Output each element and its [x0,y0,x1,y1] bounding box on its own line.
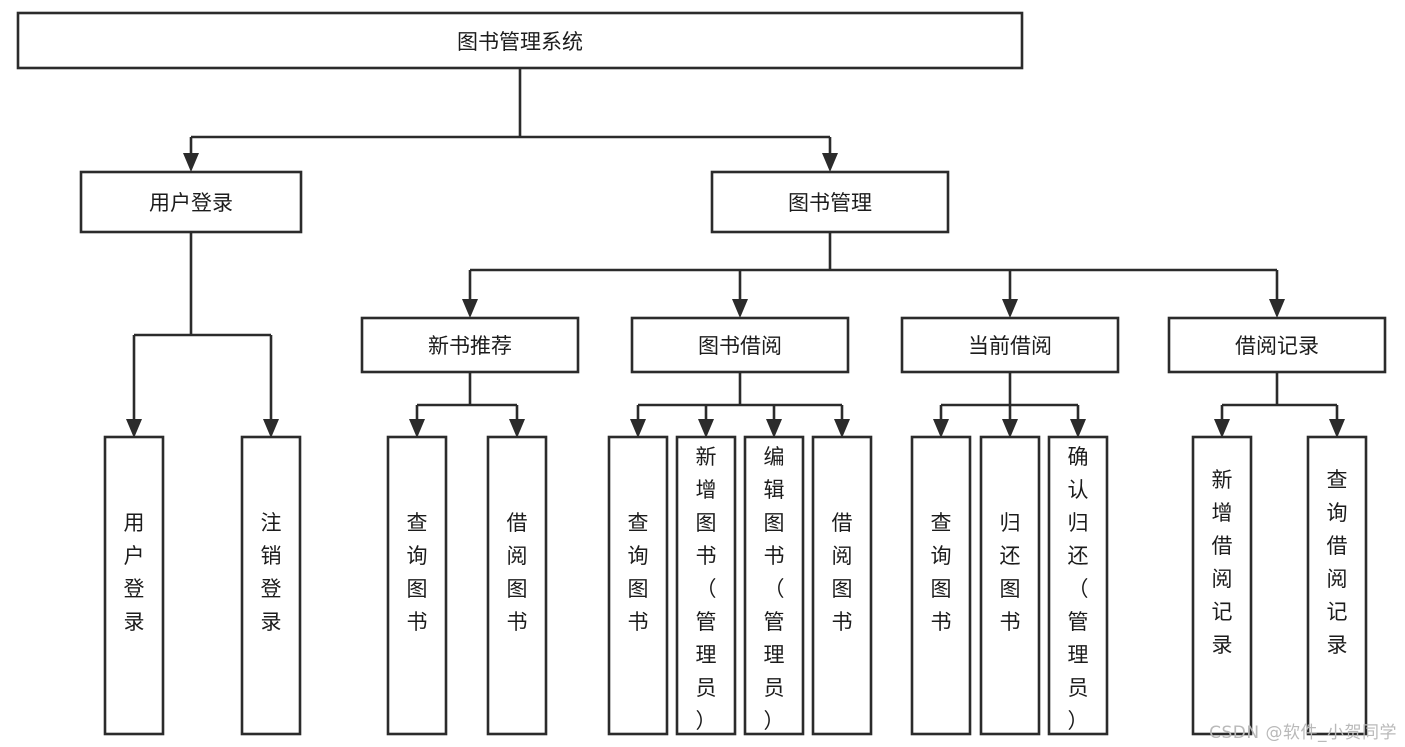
node-current-borrow[interactable]: 当前借阅 [900,316,1120,374]
leaf-query-book-1-label: 查询图书 [407,511,428,634]
leaf-borrow-book-1[interactable]: 借阅图书 [486,435,548,736]
leaf-add-book-label: 新增图书（管理员） [696,445,717,733]
leaf-query-book-3-box[interactable] [910,435,972,736]
arrow-borrow-record [1269,299,1285,318]
leaf-query-book-3[interactable]: 查询图书 [910,435,972,736]
node-new-book-recommend[interactable]: 新书推荐 [360,316,580,374]
node-borrow-record-label: 借阅记录 [1235,334,1319,358]
node-book-borrow-label: 图书借阅 [698,334,782,358]
leaf-logout-box[interactable] [240,435,302,736]
arrow-user-login [183,153,199,172]
leaf-query-book-1[interactable]: 查询图书 [386,435,448,736]
leaf-add-record[interactable]: 新增借阅记录 [1191,435,1253,736]
arrow-leaf-return-book [1002,419,1018,438]
leaf-borrow-book-2[interactable]: 借阅图书 [811,435,873,736]
leaf-confirm-return-label: 确认归还（管理员） [1068,445,1089,733]
node-root-label: 图书管理系统 [457,30,583,54]
node-borrow-record[interactable]: 借阅记录 [1167,316,1387,374]
leaf-user-login-box[interactable] [103,435,165,736]
leaf-confirm-return-box[interactable] [1047,435,1109,736]
leaf-query-book-2-label: 查询图书 [628,511,649,634]
node-current-borrow-label: 当前借阅 [968,334,1052,358]
leaf-edit-book-box[interactable] [743,435,805,736]
arrow-leaf-confirm-return [1070,419,1086,438]
arrow-leaf-add-book [698,419,714,438]
node-new-book-recommend-label: 新书推荐 [428,334,512,358]
arrow-book-borrow [732,299,748,318]
node-new-book-recommend-box[interactable] [360,316,580,374]
node-book-borrow-box[interactable] [630,316,850,374]
leaf-return-book[interactable]: 归还图书 [979,435,1041,736]
arrow-leaf-add-record [1214,419,1230,438]
arrow-current-borrow [1002,299,1018,318]
connector-layer [126,68,1345,438]
leaf-node-group: 用户登录 注销登录 查询图书 借阅图书 查询图书 新增图书（管理员） [103,435,1368,736]
leaf-query-record-label: 查询借阅记录 [1327,468,1348,657]
arrow-book-management [822,153,838,172]
node-root[interactable]: 图书管理系统 [16,11,1024,70]
leaf-borrow-book-1-box[interactable] [486,435,548,736]
leaf-logout[interactable]: 注销登录 [240,435,302,736]
leaf-add-book[interactable]: 新增图书（管理员） [675,435,737,736]
leaf-logout-label: 注销登录 [261,511,282,634]
arrow-leaf-query-book-2 [630,419,646,438]
leaf-borrow-book-1-label: 借阅图书 [507,511,528,634]
arrow-leaf-user-login [126,419,142,438]
leaf-add-record-label: 新增借阅记录 [1212,468,1233,657]
arrow-leaf-query-book-1 [409,419,425,438]
leaf-query-book-1-box[interactable] [386,435,448,736]
node-current-borrow-box[interactable] [900,316,1120,374]
leaf-add-book-box[interactable] [675,435,737,736]
leaf-add-record-box[interactable] [1191,435,1253,736]
arrow-leaf-logout [263,419,279,438]
leaf-query-book-3-label: 查询图书 [931,511,952,634]
leaf-return-book-box[interactable] [979,435,1041,736]
node-borrow-record-box[interactable] [1167,316,1387,374]
node-book-management-label: 图书管理 [788,191,872,215]
leaf-borrow-book-2-box[interactable] [811,435,873,736]
node-book-management[interactable]: 图书管理 [710,170,950,234]
leaf-query-book-2-box[interactable] [607,435,669,736]
node-user-login-box[interactable] [79,170,303,234]
csdn-watermark: CSDN @软件_小贺同学 [1209,723,1397,743]
leaf-user-login[interactable]: 用户登录 [103,435,165,736]
node-user-login[interactable]: 用户登录 [79,170,303,234]
arrow-leaf-query-book-3 [933,419,949,438]
node-book-management-box[interactable] [710,170,950,234]
arrow-leaf-query-record [1329,419,1345,438]
leaf-query-book-2[interactable]: 查询图书 [607,435,669,736]
arrow-leaf-edit-book [766,419,782,438]
leaf-query-record-box[interactable] [1306,435,1368,736]
leaf-confirm-return[interactable]: 确认归还（管理员） [1047,435,1109,736]
leaf-query-record[interactable]: 查询借阅记录 [1306,435,1368,736]
arrow-leaf-borrow-book-2 [834,419,850,438]
arrow-leaf-borrow-book-1 [509,419,525,438]
node-book-borrow[interactable]: 图书借阅 [630,316,850,374]
leaf-borrow-book-2-label: 借阅图书 [832,511,853,634]
node-root-box[interactable] [16,11,1024,70]
leaf-user-login-label: 用户登录 [124,511,145,634]
arrow-new-book-recommend [462,299,478,318]
leaf-return-book-label: 归还图书 [1000,511,1021,634]
leaf-edit-book[interactable]: 编辑图书（管理员） [743,435,805,736]
leaf-edit-book-label: 编辑图书（管理员） [764,445,785,733]
node-user-login-label: 用户登录 [149,191,233,215]
